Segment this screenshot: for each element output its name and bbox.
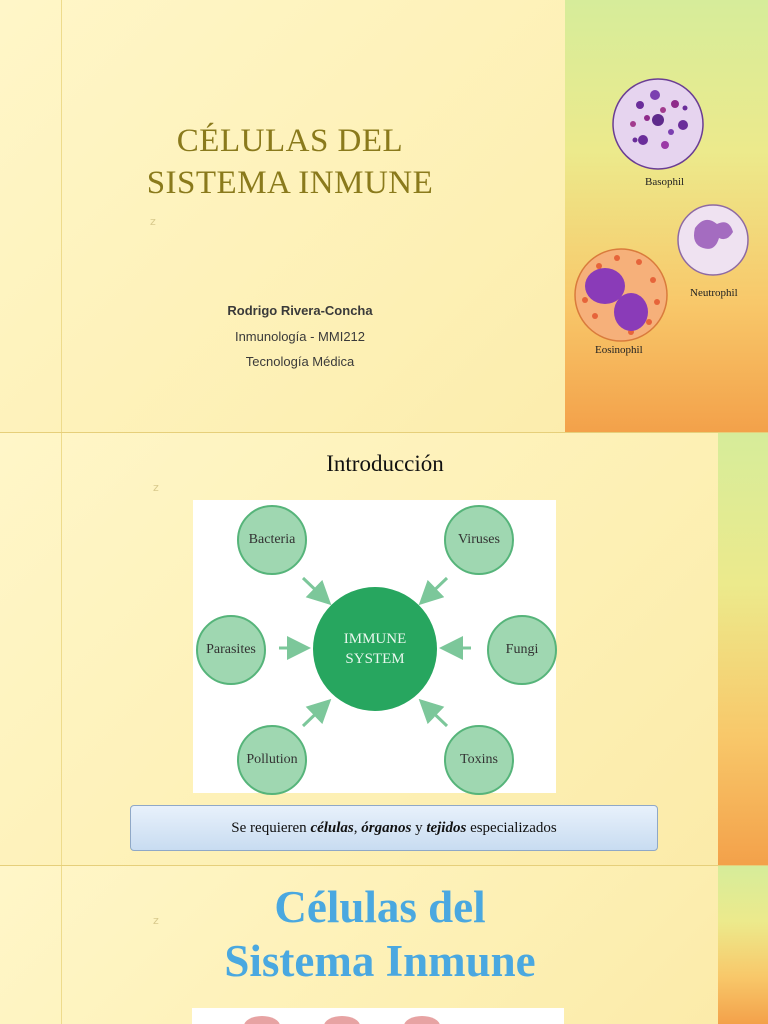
note-emphasis-tissues: tejidos bbox=[426, 819, 467, 836]
center-label-line-1: IMMUNE bbox=[343, 631, 407, 647]
basophil-cell-icon bbox=[612, 78, 704, 170]
node-parasites: Parasites bbox=[196, 615, 266, 685]
node-fungi: Fungi bbox=[487, 615, 557, 685]
slide-margin-line bbox=[61, 433, 62, 865]
eosinophil-cell-icon bbox=[574, 248, 668, 342]
note-text: y bbox=[411, 819, 427, 836]
slide-marker: z bbox=[153, 914, 159, 927]
node-toxins: Toxins bbox=[444, 725, 514, 795]
slide-divider bbox=[0, 865, 768, 866]
neutrophil-label: Neutrophil bbox=[690, 287, 738, 299]
summary-callout: Se requieren células, órganos y tejidos … bbox=[130, 805, 658, 851]
diagram-arrows bbox=[279, 576, 471, 728]
note-text: , bbox=[353, 819, 362, 836]
basophil-label: Basophil bbox=[645, 176, 685, 188]
slide-3: z Células del Sistema Inmune bbox=[0, 866, 768, 1024]
node-pollution: Pollution bbox=[237, 725, 307, 795]
note-text: especializados bbox=[466, 819, 557, 836]
title-line-1: CÉLULAS DEL bbox=[176, 123, 404, 159]
decorative-side-band bbox=[718, 866, 768, 1024]
author-name: Rodrigo Rivera-Concha bbox=[227, 303, 373, 318]
node-immune-system: IMMUNE SYSTEM bbox=[313, 587, 437, 711]
slide-margin-line bbox=[61, 866, 62, 1024]
career-name: Tecnología Médica bbox=[245, 354, 355, 369]
course-code: Inmunología - MMI212 bbox=[234, 329, 366, 344]
eosinophil-label: Eosinophil bbox=[595, 344, 643, 356]
center-label-line-2: SYSTEM bbox=[345, 651, 405, 667]
blood-cells-illustration bbox=[574, 78, 749, 342]
slide-1: CÉLULAS DEL SISTEMA INMUNE z Rodrigo Riv… bbox=[0, 0, 768, 432]
note-emphasis-cells: células bbox=[310, 819, 354, 836]
immune-system-diagram: Bacteria Viruses Parasites Fungi Polluti… bbox=[193, 500, 557, 795]
decorative-side-band bbox=[718, 433, 768, 865]
slide-3-title: Células del Sistema Inmune bbox=[170, 880, 590, 988]
cut-off-figure-shapes bbox=[244, 1016, 440, 1024]
node-viruses: Viruses bbox=[444, 505, 514, 575]
title-line-1: Células del bbox=[274, 882, 486, 932]
slide-marker: z bbox=[153, 481, 159, 494]
title-line-2: SISTEMA INMUNE bbox=[146, 165, 434, 201]
slide-margin-line bbox=[61, 0, 62, 432]
note-text: Se requieren bbox=[231, 819, 311, 836]
slide-1-title: CÉLULAS DEL SISTEMA INMUNE bbox=[110, 120, 470, 204]
slide-2-title: Introducción bbox=[326, 451, 444, 476]
title-line-2: Sistema Inmune bbox=[224, 936, 536, 986]
neutrophil-cell-icon bbox=[677, 204, 749, 276]
cut-off-figure bbox=[192, 1008, 564, 1024]
note-emphasis-organs: órganos bbox=[361, 819, 412, 836]
slide-2: z Introducción Bacteria Viruses Parasite… bbox=[0, 433, 768, 865]
node-bacteria: Bacteria bbox=[237, 505, 307, 575]
slide-marker: z bbox=[150, 215, 156, 228]
slide-divider bbox=[0, 432, 768, 433]
